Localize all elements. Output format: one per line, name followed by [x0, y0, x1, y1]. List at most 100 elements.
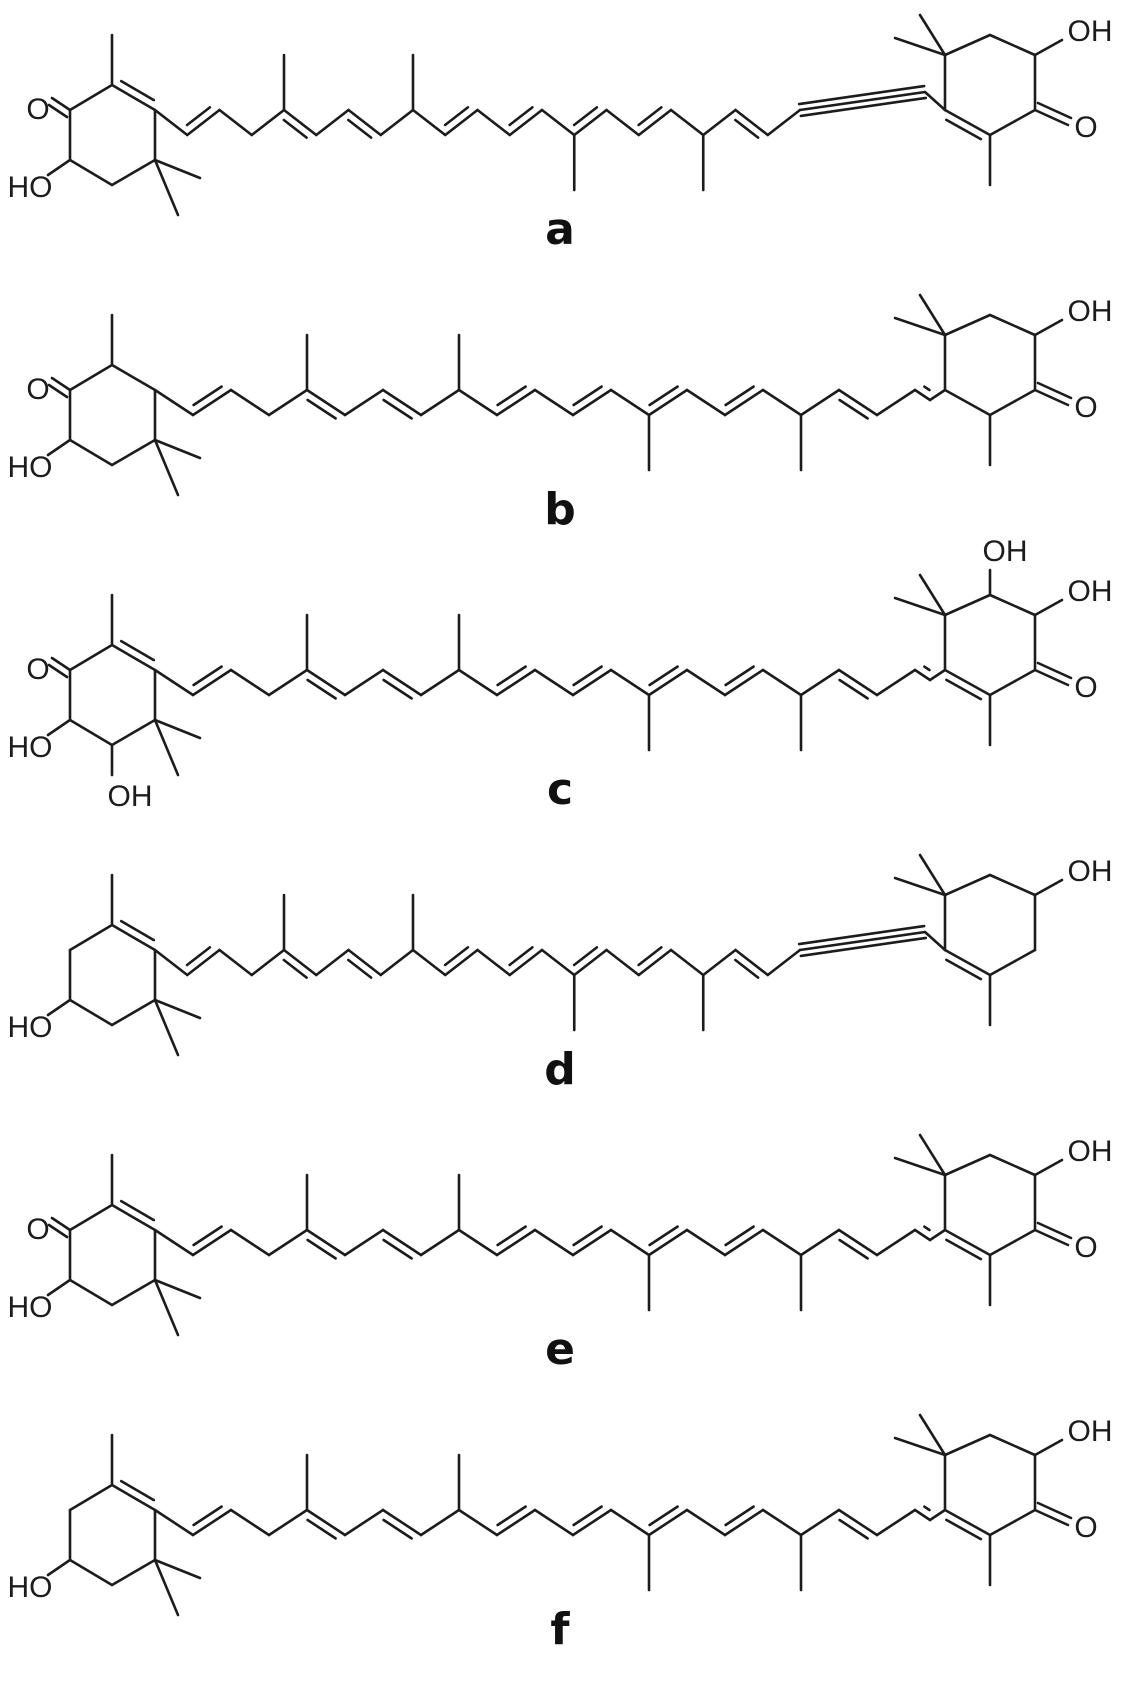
left-hydroxyl-bond [46, 718, 72, 737]
left-hydroxyl-bond [46, 158, 72, 177]
chain-double-bond [381, 668, 423, 697]
right-ketone-oxygen: O [1074, 1511, 1098, 1544]
left-hydroxyl-bond [46, 1278, 72, 1297]
right-hydroxyl-label: OH [1067, 575, 1113, 608]
chain-bond [267, 388, 309, 417]
right-ketone-bond [1033, 1228, 1070, 1247]
chain-bond [923, 930, 947, 952]
left-ring-double-bond-inner [119, 79, 156, 102]
right-ring-bond [943, 1433, 992, 1457]
chain-bond [533, 388, 575, 417]
chain-double-bond-inner [923, 665, 931, 672]
right-ketone-bond [1033, 1508, 1070, 1527]
chain-double-bond [495, 1508, 537, 1537]
chain-bond [250, 108, 286, 137]
chain-bond [229, 1228, 271, 1257]
left-methyl [153, 998, 202, 1020]
chain-double-bond-inner [923, 385, 931, 392]
chain-bond [153, 388, 195, 417]
chain-bond [476, 948, 512, 977]
chain-bond [419, 1228, 461, 1257]
chain-double-bond [571, 1228, 613, 1257]
right-hydroxyl-label: OH [1067, 1415, 1113, 1448]
left-ring-bond [110, 363, 157, 392]
chain-double-bond-inner [923, 1225, 931, 1232]
chain-double-bond-inner [382, 1518, 413, 1540]
chain-double-bond [572, 948, 608, 977]
left-ring-bond [68, 158, 114, 187]
right-hydroxyl-bond [1033, 318, 1064, 337]
chain-double-bond [637, 948, 673, 977]
chain-bond [343, 668, 385, 697]
panel-label: a [545, 204, 575, 255]
chain-double-bond [191, 1508, 233, 1537]
chain-bond [314, 108, 350, 137]
chain-bond [761, 668, 803, 697]
right-ketone-bond-inner [1036, 661, 1073, 680]
left-ring-bond [68, 923, 114, 952]
right-hydroxyl-label: OH [1067, 295, 1113, 328]
chain-bond [411, 108, 447, 137]
triple-bond [798, 930, 927, 952]
chain-double-bond-inner [496, 385, 527, 407]
chain-double-bond-inner [192, 1505, 223, 1527]
right-ketone-bond [1033, 108, 1070, 127]
left-methyl [153, 998, 180, 1057]
structure-drawing-a [46, 13, 1073, 217]
chain-double-bond [637, 108, 673, 137]
chain-double-bond [734, 108, 770, 137]
chain-bond [267, 1228, 309, 1257]
chain-double-bond [723, 1228, 765, 1257]
chain-bond [701, 948, 737, 977]
chain-double-bond [913, 388, 932, 402]
right-hydroxyl-bond [1033, 38, 1064, 57]
structure-drawing-b [46, 293, 1073, 497]
chain-double-bond [837, 1508, 879, 1537]
left-ring-bond [110, 158, 157, 187]
left-ketone-oxygen: O [26, 93, 50, 126]
chain-double-bond [647, 1228, 689, 1257]
right-ring-bond [988, 1153, 1037, 1177]
chain-double-bond [191, 388, 233, 417]
chain-double-bond [185, 108, 221, 137]
chain-double-bond-inner [838, 398, 869, 420]
left-ketone-bond [50, 96, 72, 112]
panel-label: f [550, 1604, 570, 1655]
chain-double-bond [913, 668, 932, 682]
left-ring-bond [110, 1558, 157, 1587]
right-ring-bond [988, 388, 1037, 417]
left-hydroxyl-label: HO [7, 1291, 53, 1324]
chain-bond [229, 1508, 271, 1537]
chain-double-bond-inner [724, 1225, 755, 1247]
chain-double-bond-inner [347, 118, 373, 139]
chain-bond [875, 388, 917, 417]
chain-bond [153, 668, 195, 697]
chain-bond [540, 948, 576, 977]
chain-bond [457, 668, 499, 697]
right-methyl [918, 293, 947, 337]
chain-double-bond-inner [572, 665, 603, 687]
right-hydroxyl-bond [1033, 1438, 1064, 1457]
left-ring-double-bond-inner [119, 1199, 156, 1222]
chain-double-bond-inner [443, 946, 470, 967]
chain-bond [379, 108, 415, 137]
chain-double-bond [282, 948, 318, 977]
chain-bond [379, 948, 415, 977]
chain-bond [343, 1228, 385, 1257]
triple-bond-lower [797, 924, 926, 946]
chain-bond [533, 1508, 575, 1537]
right-methyl [893, 36, 947, 57]
right-ring-bond [943, 388, 992, 417]
left-hydroxyl-label: HO [7, 1011, 53, 1044]
chain-double-bond [495, 668, 537, 697]
chain-bond [685, 388, 727, 417]
chain-bond [411, 948, 447, 977]
chain-bond [799, 388, 841, 417]
chain-double-bond-inner [508, 106, 534, 127]
left-ring-bond [110, 438, 157, 467]
chain-double-bond [572, 108, 608, 137]
chain-double-bond [913, 1228, 932, 1242]
right-ring-double-bond-inner [945, 1238, 983, 1261]
